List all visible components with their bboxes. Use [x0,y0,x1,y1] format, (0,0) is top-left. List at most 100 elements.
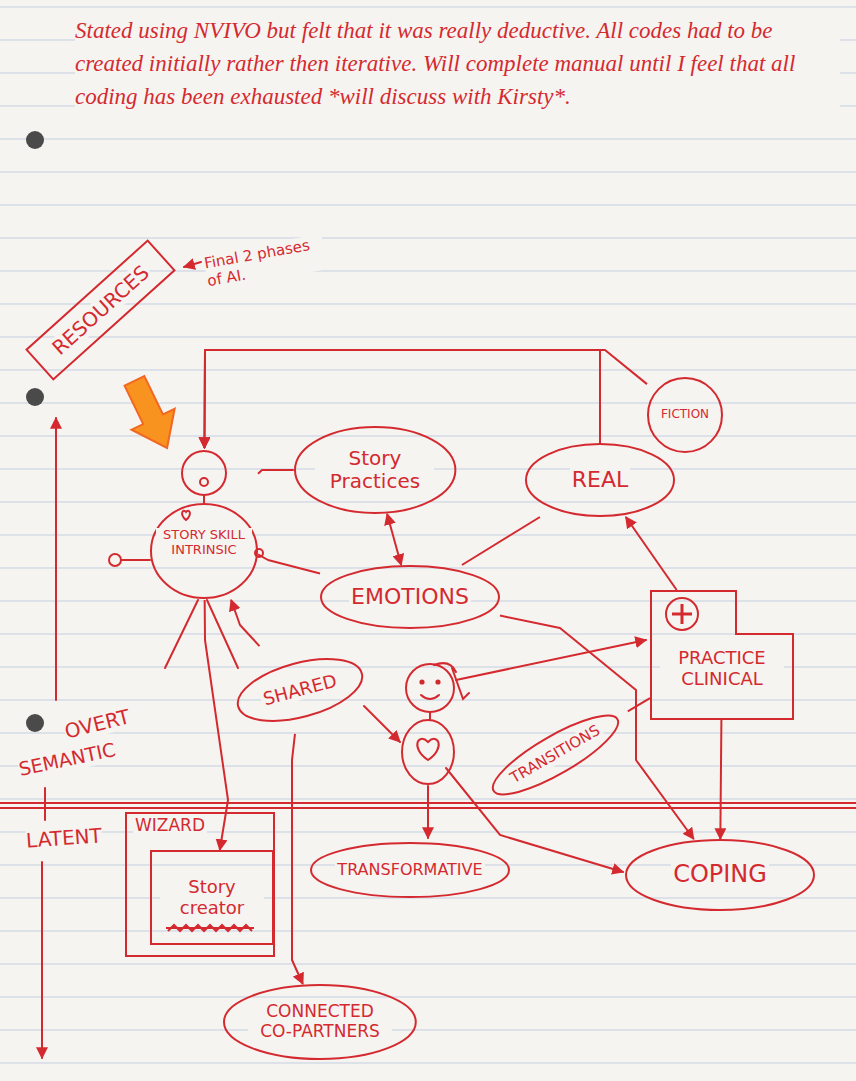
figure-leg [207,600,238,668]
connector [462,517,540,565]
node-text: REAL [570,467,631,492]
node-text: WIZARD [133,816,207,836]
node-text: CONNECTED CO-PARTNERS [248,1002,392,1041]
connector [387,514,401,565]
punch-hole [26,388,44,406]
theme-ellipse: TRANSFORMATIVE [310,842,510,898]
theme-ellipse: TRANSITIONS [482,701,628,808]
outline-strokes [231,647,369,732]
ellipse-border [321,566,499,628]
outline-strokes [26,241,174,380]
sketch-arrow [446,768,623,872]
node-text: TRANSFORMATIVE [335,861,484,879]
punch-hole [26,131,44,149]
handwritten-note: Stated using NVIVO but felt that it was … [75,14,840,113]
heart-symbol [417,739,438,760]
ellipse-border [224,985,416,1059]
node-text: EMOTIONS [349,584,471,609]
theme-ellipse: EMOTIONS [320,565,500,629]
node-text: STORY SKILL INTRINSIC [156,528,252,558]
ellipse-border [526,444,674,516]
connector [258,554,320,573]
box-border [151,851,273,944]
figure-mouth [200,478,208,486]
box-border [26,241,174,380]
punch-hole [26,714,44,732]
outline-strokes [321,566,499,628]
connector [720,720,721,839]
strike-line [166,927,254,929]
outline-strokes [484,703,627,807]
axis-label: OVERT [62,704,132,743]
annotation: Final 2 phases of AI. [203,234,327,290]
outline-strokes [151,851,273,944]
connector [626,517,677,590]
theme-ellipse: REAL [525,443,675,517]
stick-figure-node: STORY SKILL INTRINSIC [150,448,258,600]
heart-symbol [182,511,190,520]
ellipse-border [295,427,455,513]
axis-label: LATENT [25,823,102,852]
person-body [402,720,454,784]
person-smile [421,695,439,699]
sub-theme-circle: FICTION [647,377,723,453]
outline-strokes [224,985,416,1059]
node-text: Story creator [160,877,264,918]
node-text: Story Practices [315,447,434,493]
resource-arrow [125,376,175,448]
person-hair [434,663,469,699]
ellipse-border [484,703,627,807]
latent-axis-arrow [41,862,43,1058]
person-neck [429,712,431,720]
clinic-outline [651,591,793,719]
wizard-box: WIZARD Story creator [125,812,275,957]
axis-tick [44,788,46,820]
outline-strokes [526,444,674,516]
ellipse-border [311,843,509,897]
figure-leg [165,600,198,668]
arm-end-circle [109,554,121,566]
connector [258,470,294,474]
resources-box: RESOURCES [25,239,176,381]
clinical-practice-box: PRACTICE CLINICAL [650,590,794,720]
figure-body [151,504,257,598]
theme-ellipse: CONNECTED CO-PARTNERS [223,984,417,1060]
theme-ellipse: SHARED [230,646,370,734]
box-border [126,813,274,956]
person-head [406,664,454,712]
ellipse-border [626,840,814,910]
overt-axis-arrow [55,418,57,700]
outline-strokes [126,813,274,956]
person-eye [436,680,439,683]
node-text: COPING [671,861,769,889]
leader-arrow [184,262,201,267]
connector [204,350,647,448]
ellipse-border [231,647,369,732]
figure-head [182,451,226,495]
person-eye [420,680,423,683]
theme-ellipse: COPING [625,839,815,911]
outline-strokes [151,451,257,598]
theme-ellipse: Story Practices [294,426,456,514]
connector [628,698,650,711]
medical-cross-circle [666,598,698,630]
axis-label: SEMANTIC [17,738,118,781]
connector [204,350,600,448]
node-text: PRACTICE CLINICAL [660,648,784,689]
outline-strokes [311,843,509,897]
stick-figure-node-outline [150,448,258,600]
outline-strokes [648,378,722,452]
node-text: RESOURCES [46,259,155,360]
connector [231,600,259,646]
outline-strokes [651,591,793,719]
story-creator-box: Story creator [150,850,274,945]
outline-strokes [295,427,455,513]
